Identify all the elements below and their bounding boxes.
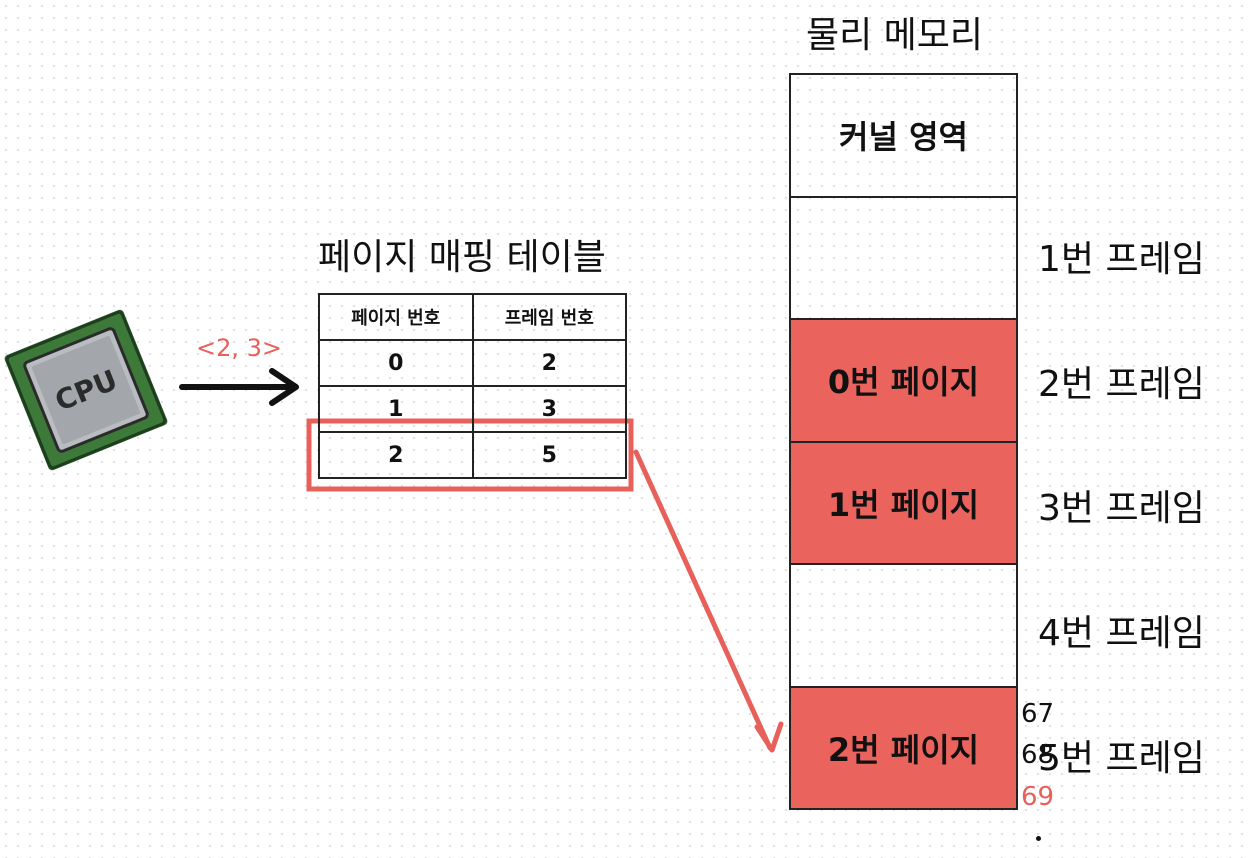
table-row: 0 2	[319, 340, 626, 386]
frame-label-2: 2번 프레임	[1038, 355, 1205, 407]
logical-address-label: <2, 3>	[196, 334, 282, 362]
header-frame-number: 프레임 번호	[473, 294, 627, 340]
memory-frame-3: 1번 페이지	[789, 441, 1018, 566]
page-number-cell: 1	[319, 386, 473, 432]
cpu-to-table-arrow	[182, 371, 296, 403]
memory-frame-4	[789, 563, 1018, 688]
header-page-number: 페이지 번호	[319, 294, 473, 340]
frame-label-1: 1번 프레임	[1038, 230, 1205, 282]
table-row: 1 3	[319, 386, 626, 432]
physical-memory-column: 커널 영역 0번 페이지 1번 페이지 2번 페이지	[789, 73, 1018, 810]
table-row: 2 5	[319, 432, 626, 478]
table-to-frame-arrow	[636, 452, 781, 750]
cpu-chip-icon: CPU	[0, 304, 172, 476]
page-number-cell: 0	[319, 340, 473, 386]
memory-frame-2: 0번 페이지	[789, 318, 1018, 443]
overlay-number-69: 69	[1021, 782, 1054, 812]
table-header-row: 페이지 번호 프레임 번호	[319, 294, 626, 340]
page-table-title: 페이지 매핑 테이블	[318, 228, 606, 280]
frame-number-cell: 5	[473, 432, 627, 478]
overlay-number-67: 67	[1021, 699, 1054, 729]
memory-frame-1	[789, 196, 1018, 321]
frame-label-4: 4번 프레임	[1038, 604, 1205, 656]
frame-number-cell: 3	[473, 386, 627, 432]
physical-memory-title: 물리 메모리	[806, 6, 983, 58]
memory-frame-5: 2번 페이지	[789, 686, 1018, 811]
page-mapping-table: 페이지 번호 프레임 번호 0 2 1 3 2 5	[318, 293, 627, 479]
frame-label-3: 3번 프레임	[1038, 479, 1205, 531]
frame-number-cell: 2	[473, 340, 627, 386]
memory-cell-kernel: 커널 영역	[789, 73, 1018, 198]
overlay-number-68: 68	[1021, 740, 1054, 770]
page-number-cell: 2	[319, 432, 473, 478]
dot-mark	[1036, 836, 1041, 841]
frame-label-5: 5번 프레임	[1038, 729, 1205, 781]
